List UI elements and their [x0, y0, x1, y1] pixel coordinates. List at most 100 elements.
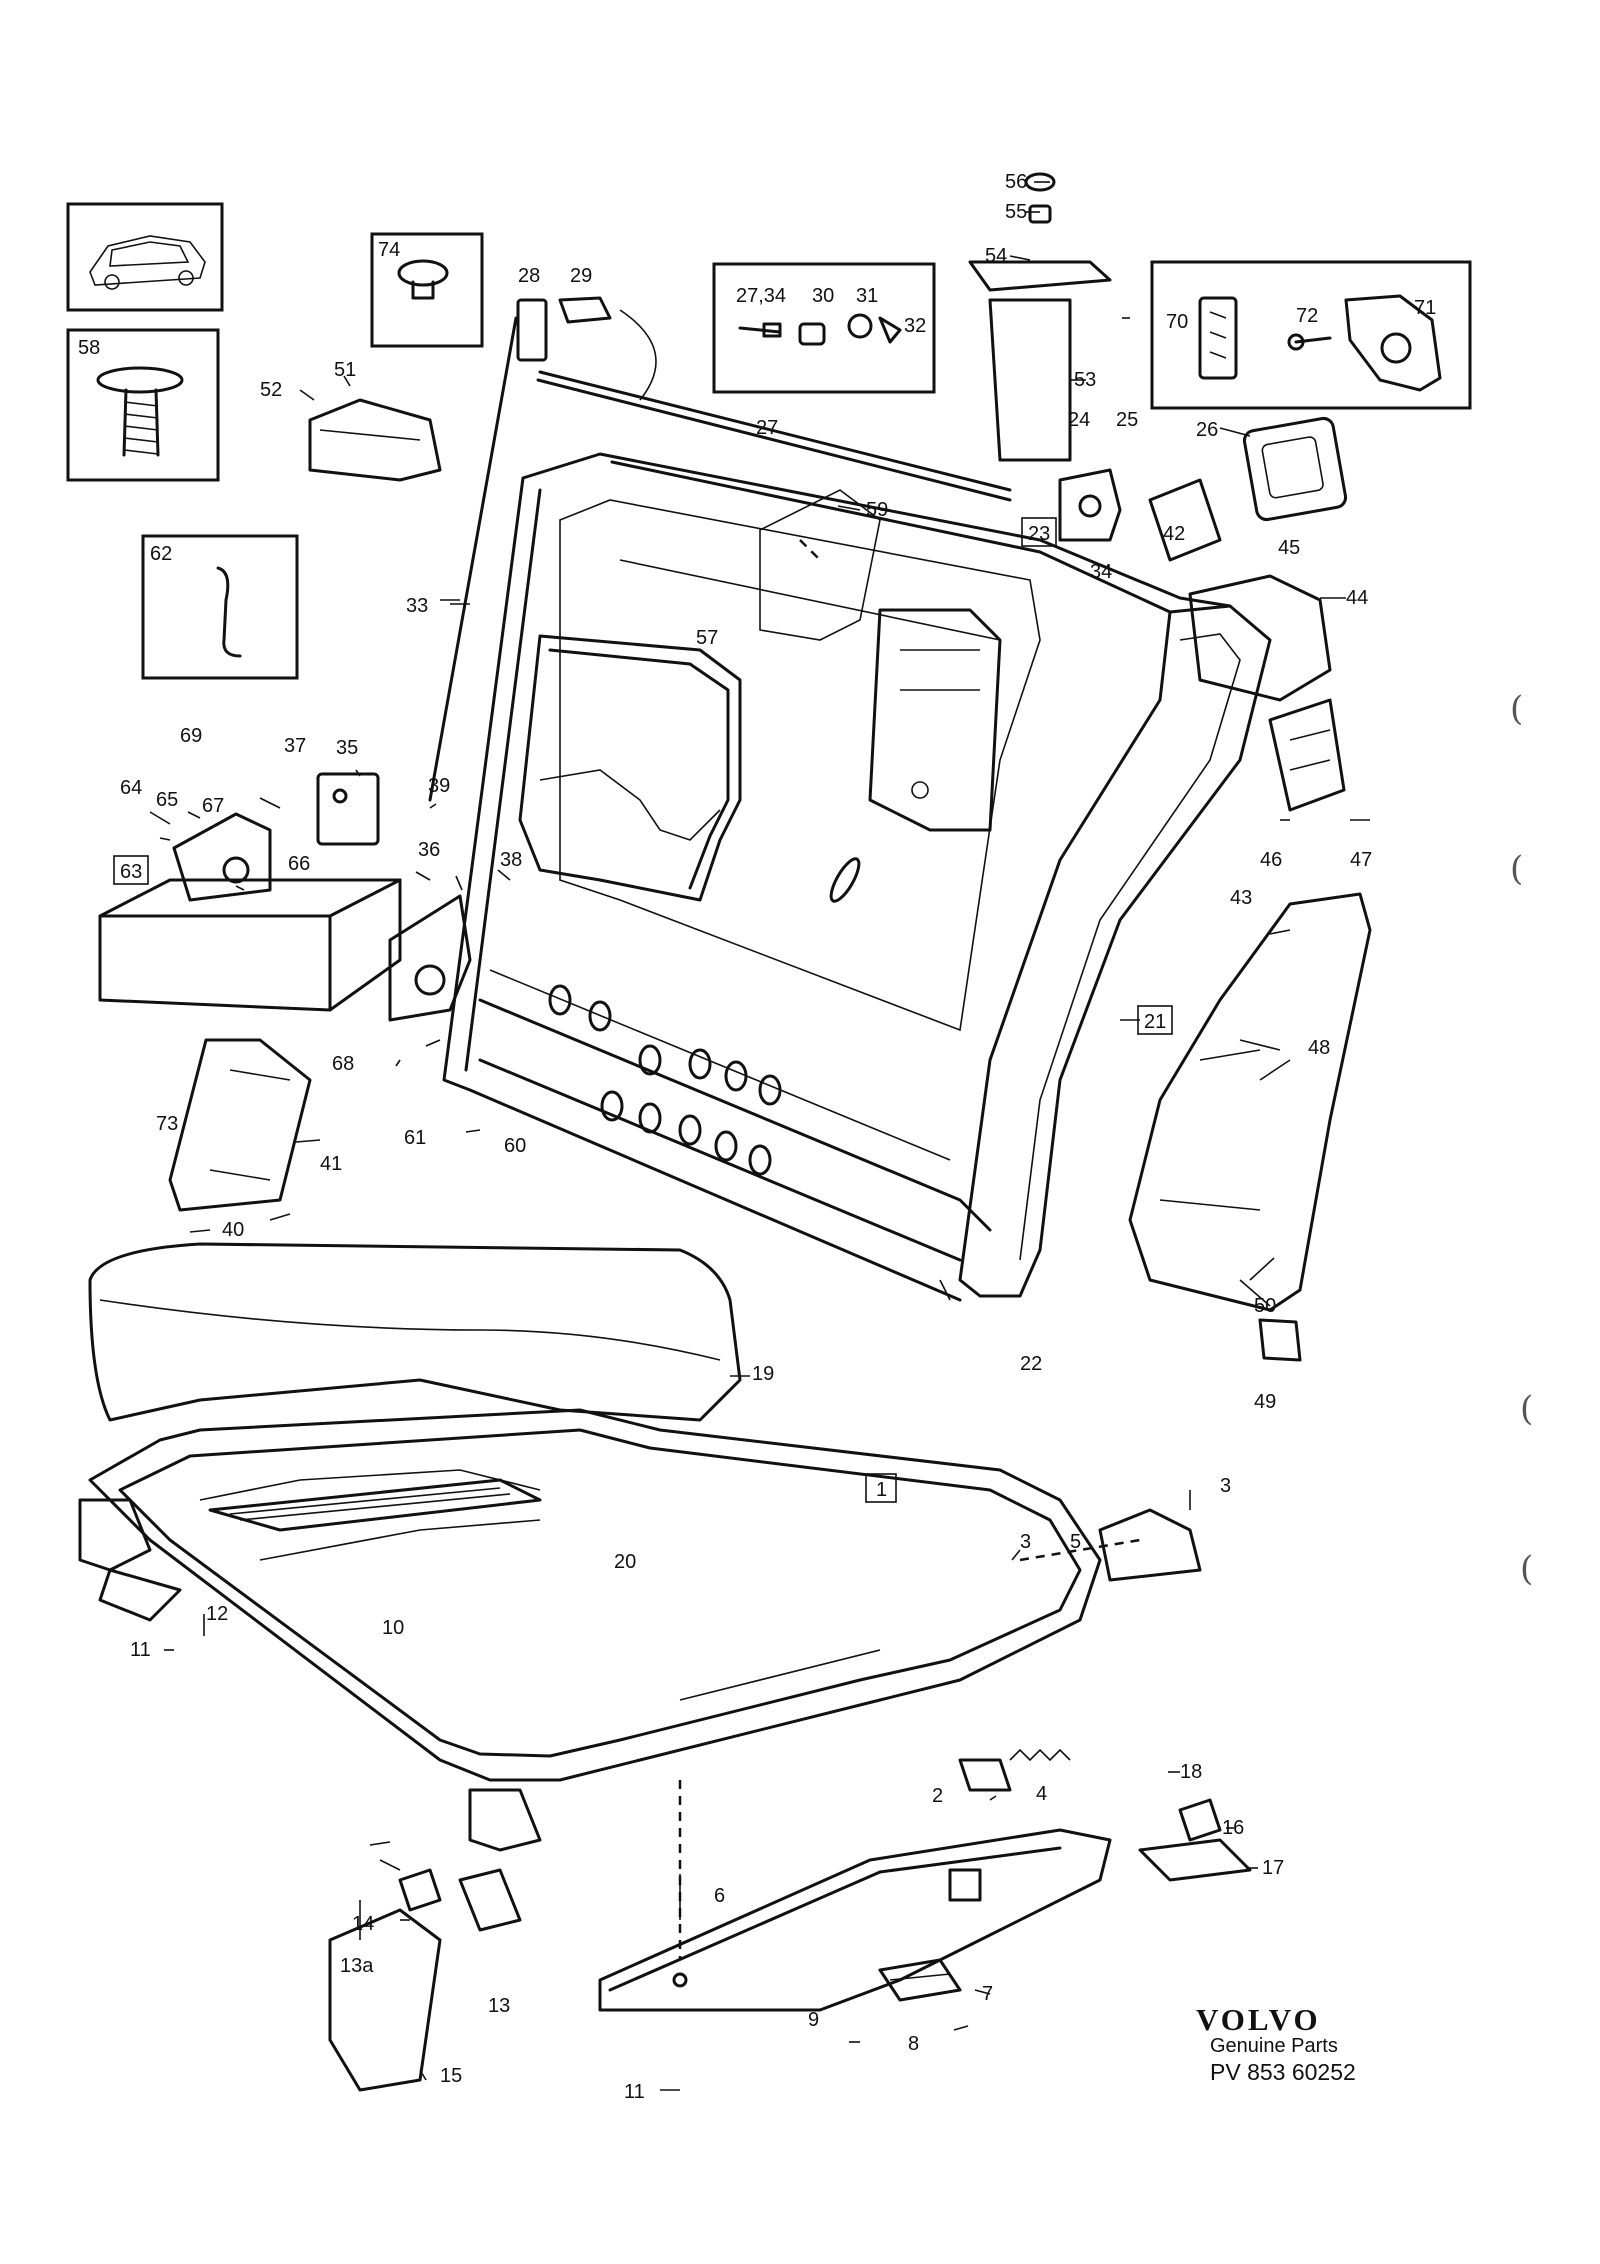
callout-31: 31 — [856, 285, 878, 307]
side-pillar-21 — [958, 604, 1272, 1298]
callout-27-34: 27,34 — [736, 285, 786, 307]
callout-41: 41 — [320, 1153, 342, 1175]
margin-mark-4: ( — [1520, 1549, 1533, 1589]
callout-66: 66 — [288, 853, 310, 875]
brand-name: VOLVO — [1196, 2002, 1321, 2037]
callout-46: 46 — [1260, 849, 1282, 871]
seat-frame-1 — [88, 1408, 1141, 1782]
callout-17: 17 — [1262, 1857, 1284, 1879]
spring-4 — [1009, 1748, 1071, 1762]
brand-code: PV 853 60252 — [1210, 2059, 1356, 2085]
margin-mark-1: ( — [1510, 689, 1523, 729]
pad-57 — [518, 634, 742, 902]
bracket-16-17 — [1138, 1798, 1252, 1882]
callout-57: 57 — [696, 627, 718, 649]
callout-73: 73 — [156, 1113, 178, 1135]
trim-48 — [1128, 892, 1372, 1312]
inset-car-thumbnail — [66, 202, 224, 312]
callout-12: 12 — [206, 1603, 228, 1625]
armrest-63 — [98, 878, 402, 1012]
callout-69: 69 — [180, 725, 202, 747]
callout-14: 14 — [352, 1913, 374, 1935]
seat-legs — [78, 1498, 542, 1852]
callout-52: 52 — [260, 379, 282, 401]
callout-71: 71 — [1414, 297, 1436, 319]
callout-26: 26 — [1196, 419, 1218, 441]
callout-8: 8 — [908, 2033, 919, 2055]
cable-27 — [536, 309, 1012, 502]
callout-10: 10 — [382, 1617, 404, 1639]
callout-45: 45 — [1278, 537, 1300, 559]
callout-36: 36 — [418, 839, 440, 861]
callout-62: 62 — [150, 543, 172, 565]
inset-27-34-cable-box — [712, 262, 936, 394]
callout-37: 37 — [284, 735, 306, 757]
inset-58-clip-box — [66, 328, 220, 482]
callout-65: 65 — [156, 789, 178, 811]
callout-42: 42 — [1163, 523, 1185, 545]
headrest-tube-53 — [968, 172, 1112, 462]
callout-72: 72 — [1296, 305, 1318, 327]
callout-74: 74 — [378, 239, 400, 261]
callout-47: 47 — [1350, 849, 1372, 871]
callout-68: 68 — [332, 1053, 354, 1075]
callout-23: 23 — [1028, 523, 1050, 545]
callout-63: 63 — [120, 861, 142, 883]
callout-27: 27 — [756, 417, 778, 439]
callout-40: 40 — [222, 1219, 244, 1241]
callout-54: 54 — [985, 245, 1007, 267]
slide-rail-6 — [598, 1828, 1112, 2012]
callout-30: 30 — [812, 285, 834, 307]
clip-49 — [1258, 1318, 1302, 1362]
brand-block: VOLVO Genuine Parts PV 853 60252 — [1196, 2002, 1356, 2085]
callout-25: 25 — [1116, 409, 1138, 431]
callout-18: 18 — [1180, 1761, 1202, 1783]
inset-74-plug-box — [370, 232, 484, 348]
latch-23 — [1058, 468, 1122, 542]
margin-marks: ( ( ( ( — [1510, 689, 1533, 1589]
callout-64: 64 — [120, 777, 142, 799]
callout-19: 19 — [752, 1363, 774, 1385]
cushion-19 — [88, 1242, 742, 1422]
callout-20: 20 — [614, 1551, 636, 1573]
callout-44: 44 — [1346, 587, 1368, 609]
callout-35: 35 — [336, 737, 358, 759]
bracket-46 — [1268, 698, 1346, 812]
callout-70: 70 — [1166, 311, 1188, 333]
hinge-38 — [388, 894, 472, 1022]
margin-mark-2: ( — [1510, 849, 1523, 889]
callout-28: 28 — [518, 265, 540, 287]
hinge-73 — [168, 1038, 312, 1212]
callout-7: 7 — [982, 1983, 993, 2005]
inset-70-72-hinge-box — [1150, 260, 1472, 410]
callout-5: 5 — [1070, 1531, 1081, 1553]
callout-11b: 11 — [624, 2081, 645, 2103]
holes-row — [548, 857, 861, 1176]
callout-48: 48 — [1308, 1037, 1330, 1059]
lever-2 — [958, 1758, 1012, 1792]
callout-9: 9 — [808, 2009, 819, 2031]
callout-50: 50 — [1254, 1295, 1276, 1317]
mat-10 — [208, 1478, 542, 1532]
callout-43: 43 — [1230, 887, 1252, 909]
callout-1-box — [865, 1473, 897, 1503]
callout-34: 34 — [1090, 561, 1112, 583]
margin-mark-3: ( — [1520, 1389, 1533, 1429]
bracket-5 — [1098, 1508, 1202, 1582]
callout-11a: 11 — [130, 1639, 151, 1661]
handle-7 — [878, 1958, 962, 2002]
bracket-plate — [868, 608, 1002, 832]
callout-13: 13 — [488, 1995, 510, 2017]
callout-32: 32 — [904, 315, 926, 337]
bracket-13 — [398, 1868, 522, 1932]
callout-39: 39 — [428, 775, 450, 797]
cover-59 — [759, 489, 881, 641]
callout-49: 49 — [1254, 1391, 1276, 1413]
callout-2: 2 — [932, 1785, 943, 1807]
cover-51 — [308, 398, 442, 482]
callout-6: 6 — [714, 1885, 725, 1907]
leader-lines — [149, 181, 1370, 2091]
callout-56: 56 — [1005, 171, 1027, 193]
callout-55: 55 — [1005, 201, 1027, 223]
